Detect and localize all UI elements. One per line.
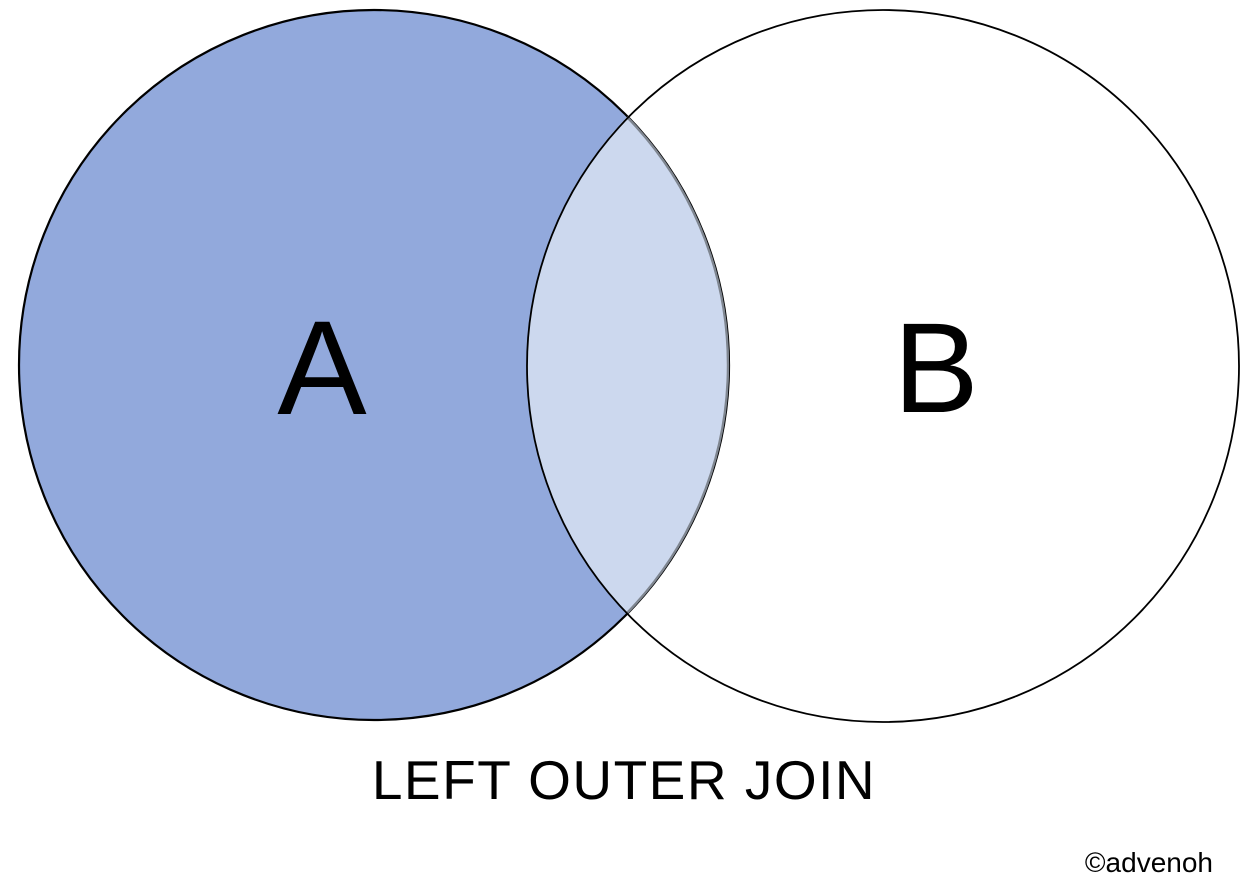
circle-b-fill [527,10,1239,722]
intersection-right-edge [626,116,730,614]
intersection-region [526,117,728,613]
watermark: ©advenoh [1085,847,1213,878]
circle-b-outline [526,9,1240,723]
diagram-caption: LEFT OUTER JOIN [372,749,876,811]
set-b-label: B [893,297,978,440]
set-a-label: A [277,294,367,443]
